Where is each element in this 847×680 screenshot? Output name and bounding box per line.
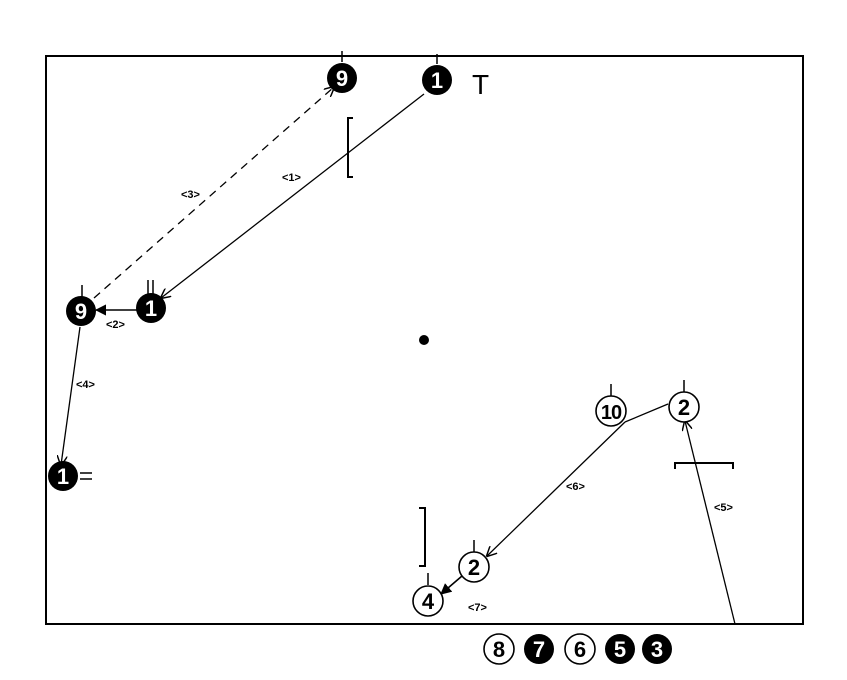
- pass-label-1: <1>: [282, 172, 301, 184]
- pass-line-1: [161, 93, 425, 298]
- svg-text:7: 7: [533, 637, 545, 662]
- court-boundary: [45, 55, 804, 625]
- pass-line-2-cut: [624, 403, 669, 423]
- bracket-top: [347, 117, 353, 178]
- pass-label-7: <7>: [468, 602, 487, 614]
- svg-text:1: 1: [145, 296, 157, 321]
- player-1-bottom: 1: [48, 461, 92, 491]
- player-1-mid: 1: [136, 280, 166, 323]
- title-mark: T: [472, 69, 489, 100]
- pass-label-4: <4>: [76, 379, 95, 391]
- player-9-top: 9: [327, 51, 357, 93]
- svg-text:8: 8: [493, 637, 505, 662]
- bench-player-3: 3: [642, 634, 672, 664]
- player-2-low: 2: [458, 540, 490, 583]
- pass-label-3: <3>: [181, 189, 200, 201]
- bracket-bottom: [419, 507, 426, 567]
- svg-text:4: 4: [422, 589, 435, 614]
- bench-player-8: 8: [483, 633, 515, 665]
- center-marker: [419, 335, 429, 345]
- pass-lines: [61, 87, 736, 625]
- player-1-top: 1: [422, 54, 452, 95]
- bench: 8 7 6 5 3: [483, 633, 672, 665]
- bracket-right: [674, 462, 734, 469]
- player-2-right: 2: [668, 380, 700, 423]
- bench-player-5: 5: [605, 634, 635, 664]
- pass-line-6: [487, 421, 626, 556]
- player-4: 4: [412, 573, 444, 617]
- svg-text:10: 10: [601, 402, 622, 424]
- svg-text:9: 9: [75, 299, 87, 324]
- svg-text:5: 5: [614, 637, 626, 662]
- bench-player-6: 6: [564, 633, 596, 665]
- pass-line-7: [440, 575, 463, 595]
- player-9-left: 9: [66, 285, 96, 326]
- svg-text:9: 9: [336, 66, 348, 91]
- pass-line-5: [685, 421, 736, 625]
- player-10: 10: [595, 384, 627, 427]
- pass-line-3: [93, 87, 334, 299]
- svg-text:1: 1: [57, 464, 69, 489]
- pass-line-4: [61, 326, 81, 465]
- svg-text:6: 6: [574, 637, 586, 662]
- pass-label-5: <5>: [714, 502, 733, 514]
- svg-text:2: 2: [678, 395, 690, 420]
- pass-label-2: <2>: [106, 319, 125, 331]
- svg-text:1: 1: [431, 68, 443, 93]
- svg-text:2: 2: [468, 555, 480, 580]
- pass-label-6: <6>: [566, 481, 585, 493]
- svg-text:3: 3: [651, 637, 663, 662]
- bench-player-7: 7: [524, 634, 554, 664]
